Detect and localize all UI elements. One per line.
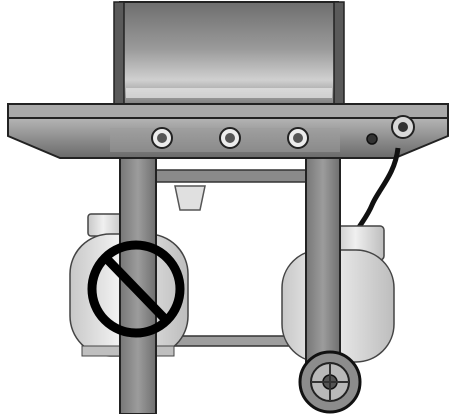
side-shelf	[7, 103, 449, 119]
grill-lid	[113, 1, 345, 107]
burner-knob	[219, 127, 241, 149]
igniter-button	[366, 133, 378, 145]
side-valve-knob	[391, 115, 415, 139]
gas-hose	[353, 147, 401, 234]
burner-knob	[287, 127, 309, 149]
prohibition-icon	[87, 240, 185, 338]
left-leg	[119, 157, 157, 414]
burner-knob	[151, 127, 173, 149]
cart-wheel	[298, 350, 362, 414]
